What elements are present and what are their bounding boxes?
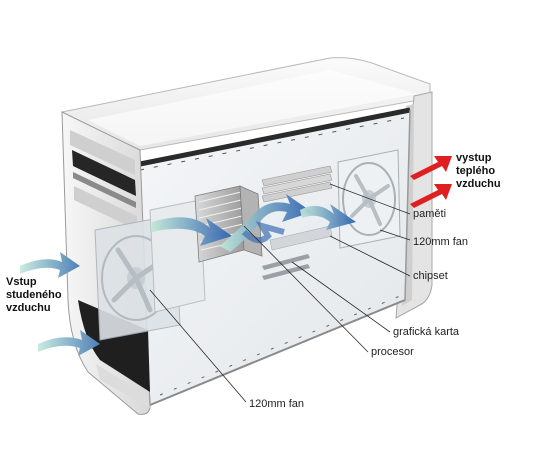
exhaust-arrow-lower — [410, 184, 452, 208]
exhaust-label-line-3: vzduchu — [456, 178, 501, 190]
intake-arrow-lower — [38, 330, 100, 356]
graphics-card-label: grafická karta — [393, 326, 460, 338]
rear-fan-label: 120mm fan — [413, 236, 469, 248]
intake-label: Vstup studeného vzduchu — [6, 276, 62, 315]
front-fan-label: 120mm fan — [249, 398, 305, 410]
leader-processor — [243, 225, 369, 353]
leader-memory — [329, 183, 411, 215]
leader-fan-rear — [379, 229, 411, 241]
exhaust-label: vystup teplého vzduchu — [456, 152, 501, 191]
chipset-label: chipset — [413, 270, 448, 282]
memory-modules — [261, 165, 333, 203]
leader-lines — [149, 183, 411, 403]
leader-chipset — [329, 235, 411, 277]
processor-label: procesor — [371, 346, 414, 358]
airflow-arrows — [152, 194, 356, 252]
intake-arrows — [20, 252, 100, 356]
intake-label-line-2: studeného — [6, 289, 62, 301]
intake-arrow-upper — [20, 252, 80, 278]
exhaust-arrow-upper — [410, 156, 452, 180]
leader-fan-front — [149, 289, 247, 403]
intake-label-line-3: vzduchu — [6, 302, 51, 314]
memory-label: paměti — [413, 208, 447, 220]
exhaust-label-line-1: vystup — [456, 152, 492, 164]
leader-graphics — [291, 261, 391, 333]
exhaust-label-line-2: teplého — [456, 165, 496, 177]
intake-label-line-1: Vstup — [6, 276, 37, 288]
expansion-slots — [262, 225, 333, 280]
exhaust-arrows — [410, 156, 452, 208]
